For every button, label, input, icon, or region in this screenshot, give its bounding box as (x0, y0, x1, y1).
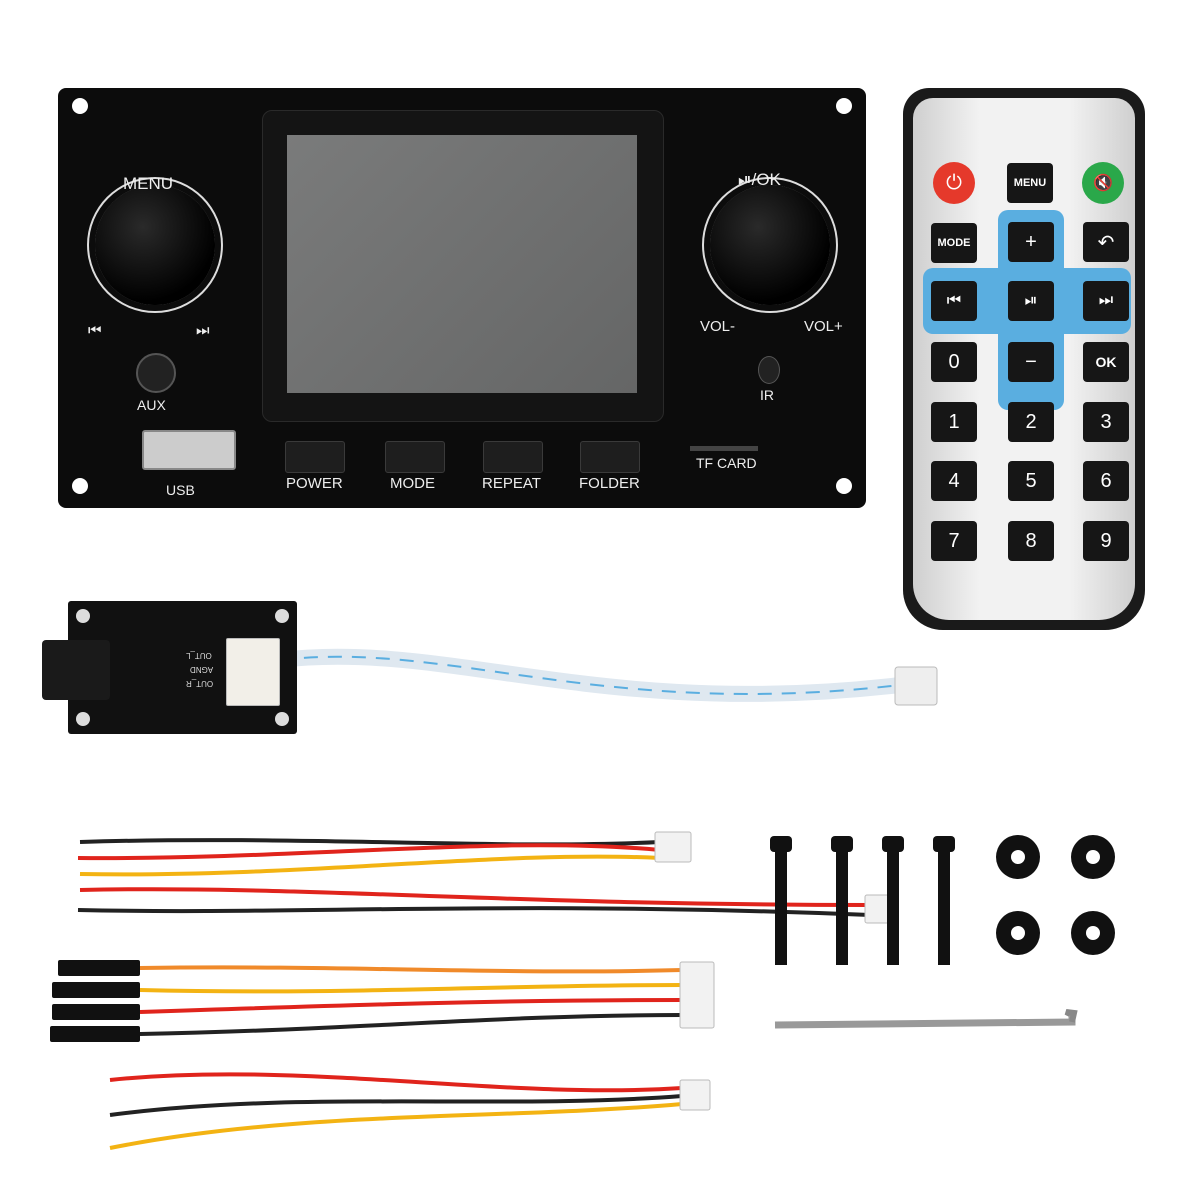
remote-key-1[interactable]: 1 (931, 402, 977, 442)
hex-key (774, 1010, 1077, 1029)
screws (770, 836, 955, 965)
power-label: POWER (286, 475, 343, 492)
remote-prev-button[interactable]: ⏮ (931, 281, 977, 321)
mode-label: MODE (390, 475, 435, 492)
headphone-jack[interactable] (42, 640, 110, 700)
remote-next-button[interactable]: ⏭ (1083, 281, 1129, 321)
connector-plug (679, 961, 715, 1029)
mounting-hole (76, 609, 90, 623)
pin-label: OUT_R (186, 679, 214, 688)
menu-label: MENU (123, 174, 174, 193)
remote-minus-button[interactable]: − (1008, 342, 1054, 382)
remote-key-9[interactable]: 9 (1083, 521, 1129, 561)
prev-icon: ⏮ (88, 322, 102, 339)
pin-label: AGND (190, 665, 214, 674)
mounting-hole (76, 712, 90, 726)
connector-plug (679, 1079, 711, 1111)
play-ok-label: ⏯/OK (738, 170, 781, 189)
remote-play-pause-button[interactable]: ⏯ (1008, 281, 1054, 321)
aux-label: AUX (137, 397, 166, 413)
dupont-headers (50, 960, 140, 1042)
remote-key-7[interactable]: 7 (931, 521, 977, 561)
remote-ok-button[interactable]: OK (1083, 342, 1129, 382)
remote-key-8[interactable]: 8 (1008, 521, 1054, 561)
wire-harness-4pin (139, 965, 683, 1036)
repeat-label: REPEAT (482, 475, 541, 492)
remote-mode-button[interactable]: MODE (931, 223, 977, 263)
wire-harness-3pin (109, 1072, 683, 1150)
mounting-hole (275, 712, 289, 726)
next-icon: ⏭ (196, 322, 210, 339)
repeat-button[interactable] (483, 441, 543, 473)
aux-jack[interactable] (136, 353, 176, 393)
remote-key-3[interactable]: 3 (1083, 402, 1129, 442)
folder-button[interactable] (580, 441, 640, 473)
remote-key-2[interactable]: 2 (1008, 402, 1054, 442)
remote-mute-button[interactable]: 🔇 (1082, 162, 1124, 204)
vol-plus-label: VOL+ (804, 318, 843, 335)
mode-button[interactable] (385, 441, 445, 473)
connector-plug (894, 666, 938, 706)
remote-plus-button[interactable]: + (1008, 222, 1054, 262)
usb-port[interactable] (142, 430, 236, 470)
tf-card-label: TF CARD (696, 455, 757, 471)
board-connector (226, 638, 280, 706)
ribbon-cable (279, 648, 901, 702)
pin-label: OUT_L (186, 651, 212, 660)
remote-key-6[interactable]: 6 (1083, 461, 1129, 501)
folder-label: FOLDER (579, 475, 640, 492)
wire-harness-2pin (77, 887, 871, 917)
remote-key-4[interactable]: 4 (931, 461, 977, 501)
vol-minus-label: VOL- (700, 318, 736, 335)
mounting-hole (72, 478, 88, 494)
ir-receiver (758, 356, 780, 384)
mounting-hole (72, 98, 88, 114)
menu-knob[interactable] (95, 185, 215, 305)
mounting-hole (275, 609, 289, 623)
lcd-screen (287, 135, 637, 393)
ir-label: IR (760, 387, 774, 403)
wire-harness-3pin (77, 838, 661, 877)
connector-plug (654, 831, 692, 863)
usb-label: USB (166, 482, 195, 498)
remote-power-button[interactable]: ⏻ (933, 162, 975, 204)
mounting-hole (836, 478, 852, 494)
remote-key-5[interactable]: 5 (1008, 461, 1054, 501)
tf-card-slot[interactable] (690, 446, 758, 451)
mounting-hole (836, 98, 852, 114)
remote-key-0[interactable]: 0 (931, 342, 977, 382)
power-button[interactable] (285, 441, 345, 473)
remote-back-button[interactable]: ↶ (1083, 222, 1129, 262)
volume-knob[interactable] (710, 185, 830, 305)
remote-menu-button[interactable]: MENU (1007, 163, 1053, 203)
